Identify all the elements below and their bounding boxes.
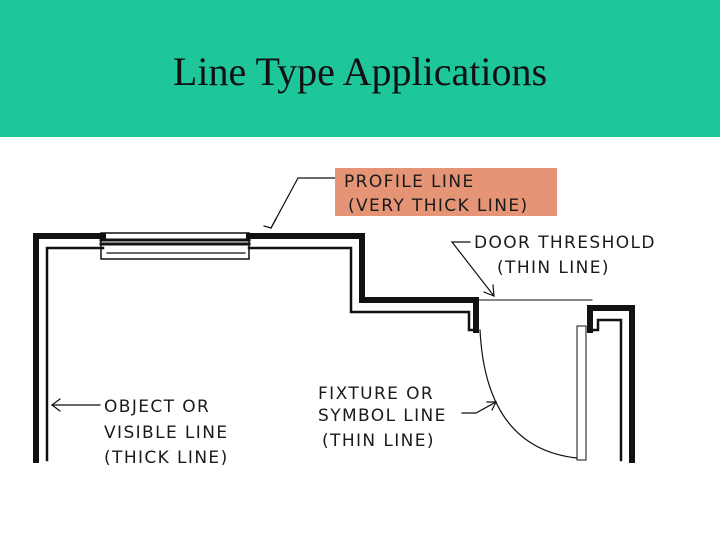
wall-left-inner <box>45 246 105 462</box>
profile-line-label-1: PROFILE LINE <box>344 172 475 192</box>
wall-top-right-inner <box>247 246 478 332</box>
door-leaf <box>576 325 587 461</box>
object-label-2: VISIBLE LINE <box>104 423 229 443</box>
object-arrowhead <box>51 398 61 412</box>
fixture-label-1: FIXTURE OR <box>318 384 435 404</box>
profile-leader <box>270 177 337 229</box>
profile-line-label-2: (VERY THICK LINE) <box>348 196 529 216</box>
object-label-3: (THICK LINE) <box>104 448 229 468</box>
fixture-label-3: (THIN LINE) <box>322 431 435 451</box>
threshold-leader <box>450 241 495 297</box>
fixture-arrowhead <box>486 401 497 411</box>
profile-arrowhead <box>263 218 277 229</box>
wall-top-right-outer <box>246 233 479 333</box>
wall-right-inner <box>588 318 623 462</box>
door-threshold-label-2: (THIN LINE) <box>497 258 610 278</box>
floor-plan-drawing <box>33 177 635 463</box>
object-label-1: OBJECT OR <box>104 397 211 417</box>
door-swing-arc <box>479 329 578 459</box>
profile-line-highlight <box>335 168 557 216</box>
fixture-label-2: SYMBOL LINE <box>318 406 447 426</box>
fixture-leader <box>461 401 497 414</box>
wall-left-outer <box>33 233 106 463</box>
wall-right-outer <box>587 305 635 463</box>
threshold-arrowhead <box>483 284 495 297</box>
slide-title: Line Type Applications <box>172 49 548 94</box>
title-banner <box>0 0 720 137</box>
door-threshold-label-1: DOOR THRESHOLD <box>474 233 656 253</box>
window-symbol <box>99 232 251 260</box>
